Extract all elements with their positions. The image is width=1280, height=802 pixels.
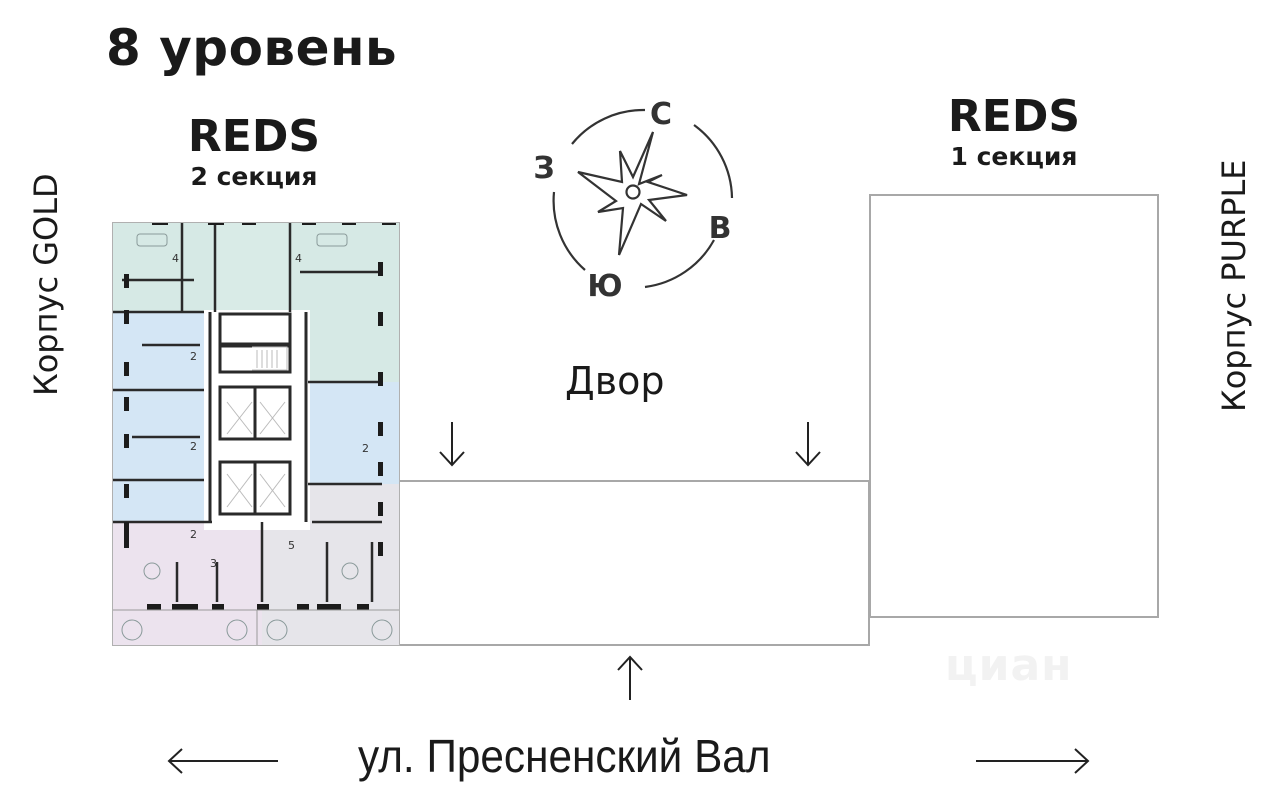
compass-south: Ю [587,269,622,302]
section-left-subtitle: 2 секция [190,162,318,191]
section-2-floorplan[interactable]: 4 4 2 2 2 2 3 5 [112,222,400,646]
arrow-left-icon [167,748,278,774]
compass-center-icon [625,184,641,200]
section-right-name: REDS [947,91,1081,142]
compass-arc-ne [693,124,734,199]
compass-arc-sw [552,191,586,271]
section-left-heading: REDS 2 секция [170,112,338,192]
compass-north: С [650,97,672,132]
compass-west: З [533,151,554,186]
apartment-rooms-label: 2 [190,350,197,363]
section-right-subtitle: 1 секция [950,142,1078,171]
section-1-outline[interactable] [869,194,1159,618]
watermark: циан [945,640,1073,691]
apartment-rooms-label: 5 [288,539,295,552]
building-left-label: Корпус GOLD [27,173,65,396]
apartment-zone-4-nw [112,222,212,312]
section-left-name: REDS [187,111,321,162]
compass-rose: С В Ю З [533,97,734,302]
compass-star-icon [577,131,688,256]
compass-arc-nw [571,108,646,145]
compass-arc-se [644,239,715,289]
arrow-up-icon [617,655,643,700]
apartment-rooms-label: 3 [210,557,217,570]
arrow-right-icon [976,748,1090,774]
floor-title: 8 уровень [106,19,398,77]
apartment-zone-3-sw [112,522,262,646]
apartment-rooms-label: 2 [190,528,197,541]
building-right-label: Корпус PURPLE [1215,159,1253,412]
apartment-zone-2-east [308,382,400,484]
section-right-heading: REDS 1 секция [930,92,1098,172]
apartment-zone-nw-mid [212,222,290,312]
street-label: ул. Пресненский Вал [358,730,771,782]
apartment-rooms-label: 4 [172,252,179,265]
arrow-down-icon [795,422,821,467]
apartment-rooms-label: 2 [190,440,197,453]
yard-label: Двор [565,359,665,403]
apartment-zone-2-west-upper [112,312,212,390]
apartment-rooms-label: 4 [295,252,302,265]
arrow-down-icon [439,422,465,467]
compass-east: В [709,211,732,246]
building-block-center [398,480,870,646]
apartment-rooms-label: 2 [362,442,369,455]
